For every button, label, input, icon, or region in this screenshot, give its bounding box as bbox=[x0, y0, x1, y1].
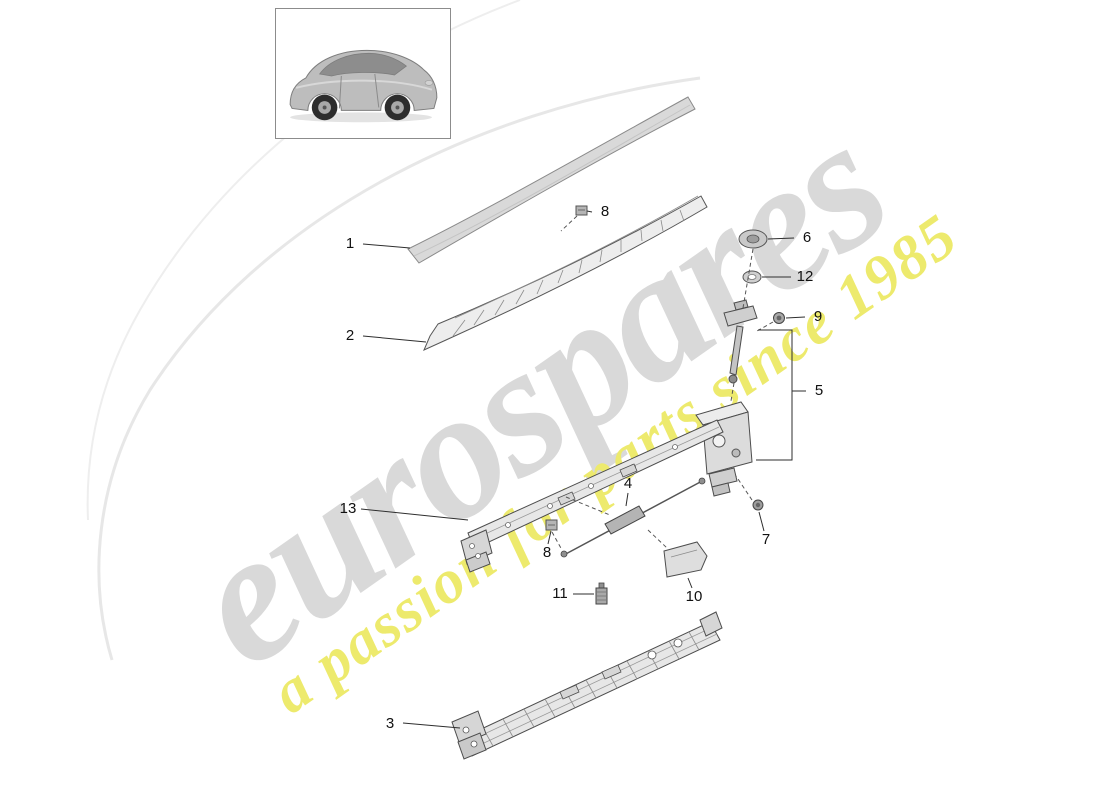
part-label-8-upper[interactable]: 8 bbox=[600, 203, 610, 220]
part-8-clip-upper[interactable] bbox=[575, 205, 588, 216]
part-label-12[interactable]: 12 bbox=[796, 268, 814, 285]
part-label-2[interactable]: 2 bbox=[345, 327, 355, 344]
part-6-disc[interactable] bbox=[738, 229, 768, 249]
part-label-7[interactable]: 7 bbox=[761, 531, 771, 548]
part-label-10[interactable]: 10 bbox=[685, 588, 703, 605]
part-8-clip-lower[interactable] bbox=[545, 519, 558, 531]
assembly-dashed-lines bbox=[551, 215, 774, 551]
part-label-9[interactable]: 9 bbox=[813, 308, 823, 325]
part-2-spoiler-frame[interactable] bbox=[423, 195, 708, 351]
part-label-11[interactable]: 11 bbox=[552, 585, 568, 602]
part-label-1[interactable]: 1 bbox=[345, 235, 355, 252]
part-label-13[interactable]: 13 bbox=[339, 500, 357, 517]
part-12-washer[interactable] bbox=[742, 270, 762, 284]
part-5-drive-assembly[interactable] bbox=[695, 299, 758, 497]
callout-leader-lines bbox=[360, 210, 806, 729]
part-7-nut[interactable] bbox=[752, 499, 764, 511]
part-9-nut[interactable] bbox=[773, 312, 785, 324]
part-1-spoiler-blade[interactable] bbox=[407, 96, 696, 264]
part-label-4[interactable]: 4 bbox=[623, 475, 633, 492]
car-image bbox=[289, 49, 438, 123]
part-label-5[interactable]: 5 bbox=[814, 382, 824, 399]
part-label-6[interactable]: 6 bbox=[802, 229, 812, 246]
part-10-bracket-cover[interactable] bbox=[663, 541, 708, 578]
part-3-lower-frame[interactable] bbox=[451, 611, 723, 760]
vehicle-thumbnail[interactable] bbox=[275, 8, 451, 139]
part-11-sensor-plug[interactable] bbox=[595, 582, 608, 605]
part-label-8-lower[interactable]: 8 bbox=[542, 544, 552, 561]
part-label-3[interactable]: 3 bbox=[385, 715, 395, 732]
part-4-rod-damper[interactable] bbox=[560, 477, 706, 558]
part-13-mounting-rail[interactable] bbox=[460, 419, 724, 573]
